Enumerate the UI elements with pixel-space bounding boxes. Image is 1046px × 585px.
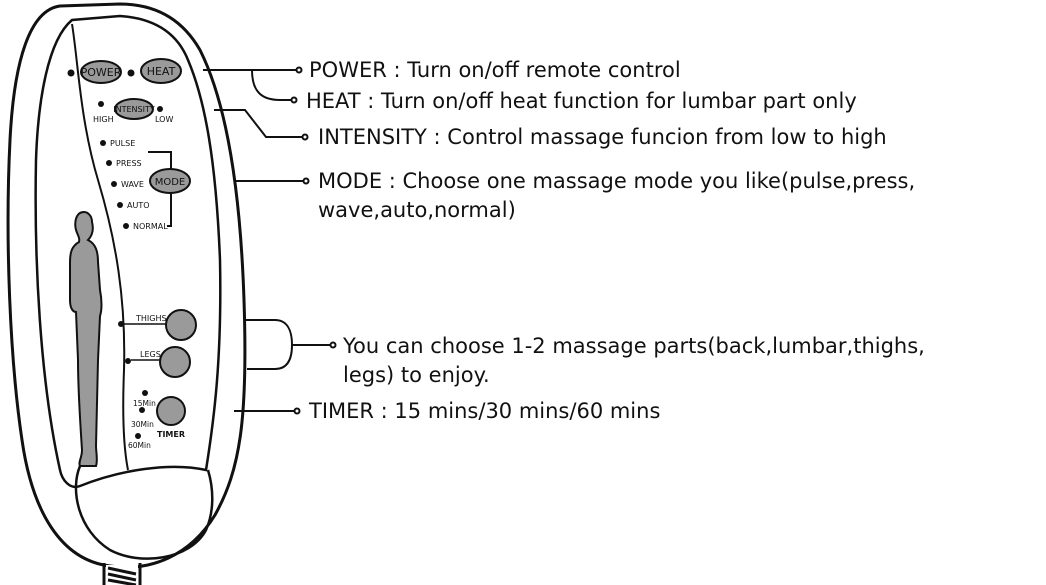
remote-cable	[102, 563, 142, 585]
timer-30-label: 30Min	[131, 420, 154, 429]
heat-button-label: HEAT	[147, 65, 176, 78]
thighs-label: THIGHS	[135, 314, 167, 323]
power-indicator-dot	[67, 69, 75, 77]
legs-label: LEGS	[140, 350, 161, 359]
parts-description-line1: You can choose 1-2 massage parts(back,lu…	[343, 334, 925, 358]
remote-body-outline	[6, 2, 247, 569]
intensity-low-label: LOW	[155, 115, 173, 124]
power-button[interactable]: POWER	[80, 60, 122, 84]
remote-bottom-grip	[74, 465, 214, 560]
intensity-low-dot	[157, 106, 163, 112]
mode-description-line1: MODE : Choose one massage mode you like(…	[318, 169, 916, 193]
parts-description-line2: legs) to enjoy.	[343, 363, 490, 387]
body-silhouette-icon	[69, 210, 103, 467]
remote-face-outline	[34, 14, 222, 489]
mode-wave-label: WAVE	[121, 180, 144, 189]
legs-indicator-dot	[125, 358, 131, 364]
intensity-button[interactable]: INTENSITY	[113, 98, 155, 120]
mode-button-label: MODE	[155, 177, 186, 188]
timer-60-label: 60Min	[128, 441, 151, 450]
intensity-description: INTENSITY : Control massage funcion from…	[318, 125, 887, 149]
timer-15-label: 15Min	[133, 399, 156, 408]
intensity-button-label: INTENSITY	[113, 105, 155, 114]
thighs-indicator-dot	[118, 321, 124, 327]
heat-indicator-dot	[127, 69, 135, 77]
thighs-button[interactable]	[165, 309, 197, 341]
timer-description: TIMER : 15 mins/30 mins/60 mins	[309, 399, 661, 423]
heat-button[interactable]: HEAT	[140, 58, 182, 84]
timer-button-label: TIMER	[157, 430, 185, 439]
mode-normal-label: NORMAL	[133, 222, 168, 231]
mode-button[interactable]: MODE	[149, 168, 191, 194]
power-description: POWER : Turn on/off remote control	[309, 58, 681, 82]
timer-button[interactable]	[156, 396, 186, 426]
legs-button[interactable]	[159, 346, 191, 378]
mode-press-label: PRESS	[116, 159, 142, 168]
mode-description-line2: wave,auto,normal)	[318, 198, 516, 222]
heat-description: HEAT : Turn on/off heat function for lum…	[306, 89, 857, 113]
mode-pulse-label: PULSE	[110, 139, 135, 148]
power-button-label: POWER	[81, 66, 122, 79]
intensity-high-label: HIGH	[93, 115, 114, 124]
remote-inner-split	[71, 23, 129, 471]
intensity-high-dot	[98, 101, 104, 107]
mode-auto-label: AUTO	[127, 201, 150, 210]
timer-options: 15Min 30Min 60Min	[128, 390, 156, 450]
leader-lines	[203, 66, 337, 415]
mode-list: PULSE PRESS WAVE AUTO NORMAL	[100, 139, 168, 231]
